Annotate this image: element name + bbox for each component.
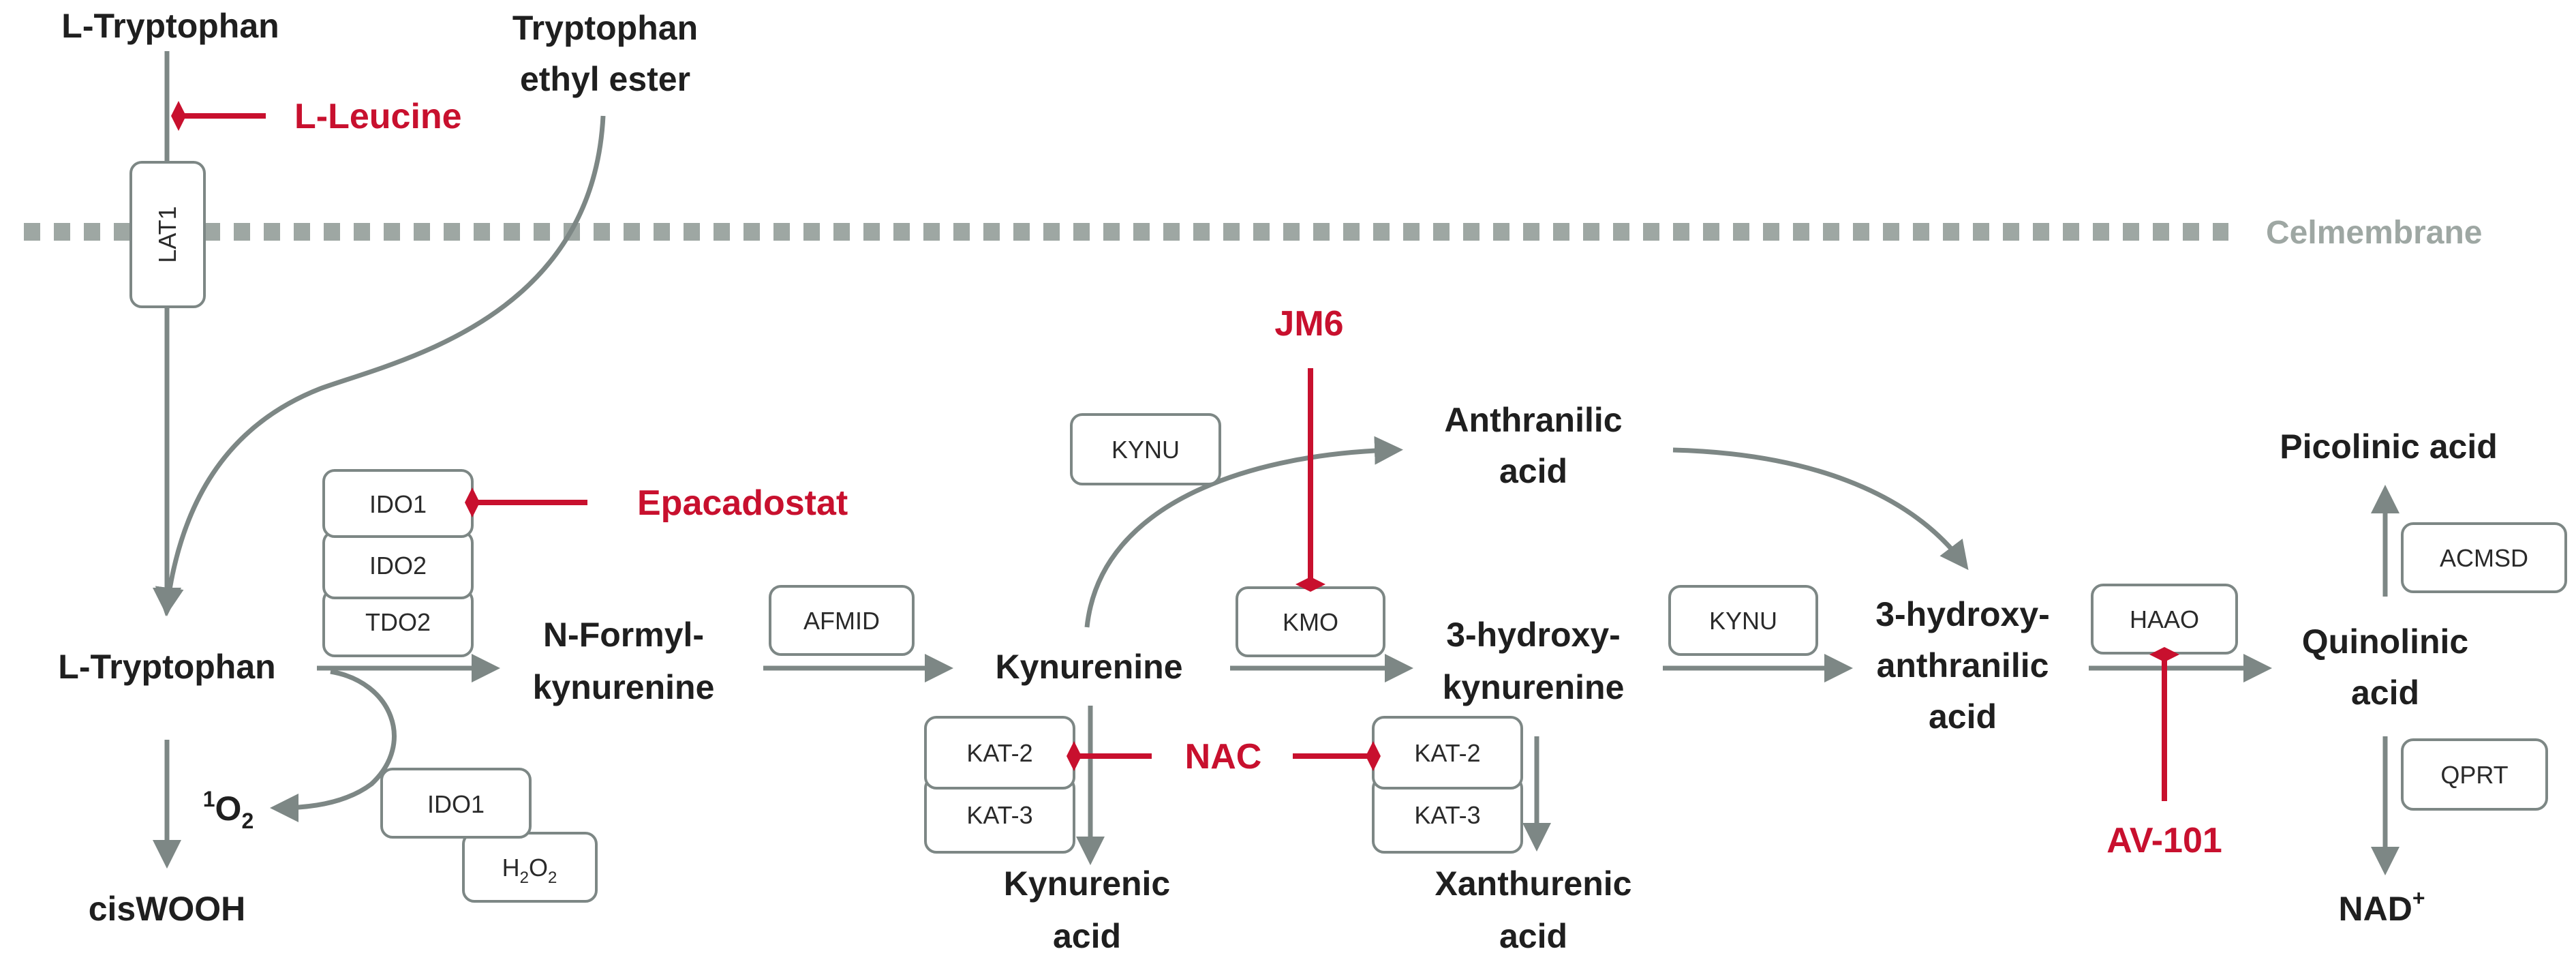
- svg-text:IDO1: IDO1: [369, 490, 427, 518]
- metabolite-3-hydroxykynurenine-line1: 3-hydroxy-: [1446, 616, 1621, 654]
- enzyme-qprt: QPRT: [2401, 738, 2548, 811]
- arrow-kyn-to-anthranilic: [1084, 436, 1403, 628]
- metabolite-kynurenine: Kynurenine: [995, 648, 1182, 686]
- metabolite-anthranilic-acid-line1: Anthranilic: [1444, 401, 1622, 439]
- enzyme-ido1: IDO1: [322, 469, 474, 538]
- metabolite-quinolinic-acid-line1: Quinolinic: [2302, 622, 2468, 661]
- enzyme-kat2-a: KAT-2: [924, 716, 1075, 790]
- metabolite-3-hydroxykynurenine-line2: kynurenine: [1443, 668, 1625, 706]
- h2o2-label: H2O2: [502, 854, 557, 887]
- svg-text:IDO2: IDO2: [369, 552, 427, 580]
- metabolite-anthranilic-acid-line2: acid: [1499, 452, 1567, 490]
- svg-text:TDO2: TDO2: [365, 608, 431, 636]
- inhibition-epacadostat: [465, 487, 587, 517]
- metabolite-l-tryptophan-intracellular: L-Tryptophan: [58, 648, 275, 686]
- metabolite-xanthurenic-acid-line2: acid: [1499, 917, 1567, 955]
- svg-text:LAT1: LAT1: [153, 206, 181, 262]
- metabolite-xanthurenic-acid-line1: Xanthurenic: [1435, 865, 1632, 903]
- metabolite-nad: NAD+: [2338, 886, 2425, 928]
- enzyme-kat3-a: KAT-3: [924, 776, 1075, 854]
- inhibitor-av101: AV-101: [2106, 821, 2222, 860]
- inhibition-leucine: [171, 101, 266, 131]
- enzyme-haao: HAAO: [2091, 584, 2238, 655]
- arrow-anthranilic-to-3haa: [1672, 447, 1969, 571]
- enzyme-acmsd: ACMSD: [2401, 522, 2567, 593]
- enzyme-ido1-singlet: IDO1: [380, 768, 532, 839]
- metabolite-singlet-oxygen: 1O2: [203, 787, 254, 833]
- arrow-trp-to-singlet-oxygen: [270, 669, 397, 822]
- svg-text:KAT-2: KAT-2: [966, 739, 1032, 767]
- metabolite-3-hydroxyanthranilic-acid-line3: acid: [1929, 697, 1997, 736]
- metabolite-3-hydroxyanthranilic-acid-line2: anthranilic: [1877, 646, 2049, 685]
- svg-text:KYNU: KYNU: [1709, 607, 1777, 635]
- metabolite-n-formylkynurenine-line1: N-Formyl-: [543, 616, 704, 654]
- enzyme-tdo2: TDO2: [322, 588, 474, 657]
- arrow-ester-entry: [155, 115, 606, 616]
- inhibition-av101: [2149, 647, 2179, 801]
- svg-text:ACMSD: ACMSD: [2440, 544, 2528, 572]
- membrane-label: Celmembrane: [2266, 215, 2482, 251]
- svg-text:AFMID: AFMID: [803, 607, 880, 635]
- metabolite-picolinic-acid: Picolinic acid: [2280, 427, 2498, 466]
- metabolite-tryptophan-ethyl-ester-line2: ethyl ester: [520, 60, 690, 98]
- enzyme-ido2: IDO2: [322, 530, 474, 599]
- inhibitor-l-leucine: L-Leucine: [294, 97, 462, 136]
- enzyme-kat3-b: KAT-3: [1372, 776, 1523, 854]
- inhibitor-epacadostat: Epacadostat: [637, 483, 848, 523]
- inhibition-jm6: [1295, 368, 1325, 592]
- enzyme-kmo: KMO: [1236, 586, 1385, 657]
- enzyme-kat2-b: KAT-2: [1372, 716, 1523, 790]
- enzyme-h2o2: H2O2: [462, 832, 598, 903]
- metabolite-tryptophan-ethyl-ester-line1: Tryptophan: [512, 9, 698, 47]
- enzyme-lat1: LAT1: [129, 161, 206, 308]
- metabolite-n-formylkynurenine-line2: kynurenine: [533, 668, 715, 706]
- metabolite-ciswooh: cisWOOH: [89, 890, 246, 928]
- svg-text:QPRT: QPRT: [2440, 761, 2508, 789]
- enzyme-afmid: AFMID: [769, 585, 915, 656]
- inhibition-nac-kat-a: [1067, 741, 1152, 771]
- metabolite-l-tryptophan-extracellular: L-Tryptophan: [61, 7, 279, 45]
- inhibitor-jm6: JM6: [1274, 304, 1343, 344]
- metabolite-3-hydroxyanthranilic-acid-line1: 3-hydroxy-: [1875, 595, 2050, 633]
- metabolite-kynurenic-acid-line2: acid: [1053, 917, 1121, 955]
- svg-text:HAAO: HAAO: [2130, 605, 2199, 633]
- metabolite-kynurenic-acid-line1: Kynurenic: [1004, 865, 1171, 903]
- enzyme-kynu-1: KYNU: [1070, 413, 1221, 485]
- svg-text:KAT-3: KAT-3: [1414, 801, 1480, 829]
- svg-text:KAT-2: KAT-2: [1414, 739, 1480, 767]
- inhibitor-nac: NAC: [1185, 737, 1262, 777]
- svg-text:IDO1: IDO1: [427, 790, 485, 818]
- enzyme-kynu-2: KYNU: [1668, 585, 1818, 656]
- svg-text:KYNU: KYNU: [1111, 436, 1180, 464]
- inhibition-nac-kat-b: [1293, 741, 1381, 771]
- svg-text:KMO: KMO: [1283, 608, 1338, 636]
- svg-text:KAT-3: KAT-3: [966, 801, 1032, 829]
- metabolite-quinolinic-acid-line2: acid: [2351, 674, 2419, 712]
